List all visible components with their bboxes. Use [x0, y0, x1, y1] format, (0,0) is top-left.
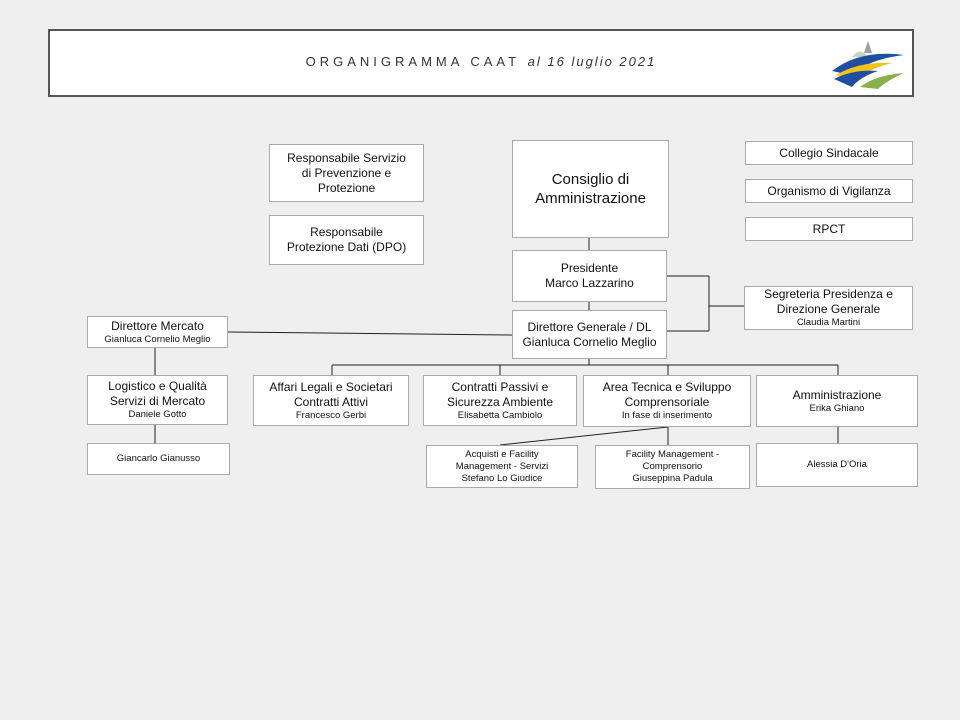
header-banner: ORGANIGRAMMA CAAT al 16 luglio 2021 [48, 29, 914, 97]
facility-line2: Comprensorio [642, 461, 703, 472]
affari-name: Francesco Gerbi [295, 409, 367, 421]
contratti-line2: Sicurezza Ambiente [446, 394, 554, 409]
box-consiglio-amministrazione: Consiglio di Amministrazione [512, 140, 669, 238]
title-text: ORGANIGRAMMA CAAT [305, 54, 521, 69]
segreteria-line1: Segreteria Presidenza e [764, 287, 893, 301]
dpo-line2: Protezione Dati (DPO) [286, 240, 407, 254]
dir-mercato-name: Gianluca Cornelio Meglio [104, 333, 211, 345]
box-dpo: Responsabile Protezione Dati (DPO) [269, 215, 424, 265]
box-affari-legali: Affari Legali e Societari Contratti Atti… [253, 375, 409, 426]
box-area-tecnica: Area Tecnica e Sviluppo Comprensoriale I… [583, 375, 751, 427]
box-collegio-sindacale: Collegio Sindacale [745, 141, 913, 165]
title-date: al 16 luglio 2021 [527, 54, 657, 69]
amministrazione-line1: Amministrazione [792, 387, 882, 402]
presidente-line1: Presidente [560, 261, 619, 275]
box-amministrazione: Amministrazione Erika Ghiano [756, 375, 918, 427]
amministrazione-name: Erika Ghiano [809, 402, 865, 414]
affari-line2: Contratti Attivi [293, 394, 369, 409]
acquisti-line2: Management - Servizi [455, 460, 549, 472]
logistico-name: Daniele Gotto [128, 409, 187, 420]
dg-line2: Gianluca Cornelio Meglio [522, 334, 657, 349]
box-doria: Alessia D'Oria [756, 443, 918, 487]
segreteria-name: Claudia Martini [796, 317, 861, 328]
cda-line1: Consiglio di [551, 171, 630, 188]
contratti-name: Elisabetta Cambiolo [457, 409, 543, 421]
logistico-line2: Servizi di Mercato [109, 394, 206, 408]
segreteria-line2: Direzione Generale [776, 302, 881, 316]
acquisti-line3: Stefano Lo Giudice [461, 472, 543, 484]
box-direttore-generale: Direttore Generale / DL Gianluca Corneli… [512, 310, 667, 359]
doria-label: Alessia D'Oria [807, 459, 867, 470]
box-organismo-vigilanza: Organismo di Vigilanza [745, 179, 913, 203]
box-gianusso: Giancarlo Gianusso [87, 443, 230, 475]
presidente-line2: Marco Lazzarino [545, 276, 634, 290]
facility-line1: Facility Management - [625, 449, 720, 460]
collegio-label: Collegio Sindacale [779, 145, 879, 160]
dir-mercato-line1: Direttore Mercato [111, 318, 204, 333]
box-rpct: RPCT [745, 217, 913, 241]
page-title: ORGANIGRAMMA CAAT al 16 luglio 2021 [50, 54, 912, 69]
area-tecnica-note: In fase di inserimento [621, 410, 713, 421]
affari-line1: Affari Legali e Societari [269, 379, 393, 394]
contratti-line1: Contratti Passivi e [451, 379, 549, 394]
rspp-line1: Responsabile Servizio [287, 150, 406, 165]
box-acquisti-facility: Acquisti e Facility Management - Servizi… [426, 445, 578, 488]
caat-logo-icon [832, 41, 904, 89]
gianusso-label: Giancarlo Gianusso [116, 453, 201, 464]
area-tecnica-line1: Area Tecnica e Sviluppo [602, 380, 732, 394]
area-tecnica-line2: Comprensoriale [624, 395, 710, 409]
box-contratti-passivi: Contratti Passivi e Sicurezza Ambiente E… [423, 375, 577, 426]
rspp-line3: Protezione [317, 180, 376, 195]
dg-line1: Direttore Generale / DL [527, 319, 652, 334]
rpct-label: RPCT [812, 221, 846, 236]
box-segreteria: Segreteria Presidenza e Direzione Genera… [744, 286, 913, 330]
dpo-line1: Responsabile [310, 225, 383, 239]
box-facility-comprensorio: Facility Management - Comprensorio Giuse… [595, 445, 750, 489]
acquisti-line1: Acquisti e Facility [465, 448, 539, 460]
box-direttore-mercato: Direttore Mercato Gianluca Cornelio Megl… [87, 316, 228, 348]
box-logistico-qualita: Logistico e Qualità Servizi di Mercato D… [87, 375, 228, 425]
box-rspp: Responsabile Servizio di Prevenzione e P… [269, 144, 424, 202]
odv-label: Organismo di Vigilanza [767, 183, 891, 198]
box-presidente: Presidente Marco Lazzarino [512, 250, 667, 302]
facility-line3: Giuseppina Padula [632, 473, 713, 484]
cda-line2: Amministrazione [535, 190, 646, 207]
logistico-line1: Logistico e Qualità [108, 379, 207, 393]
rspp-line2: di Prevenzione e [301, 165, 392, 180]
